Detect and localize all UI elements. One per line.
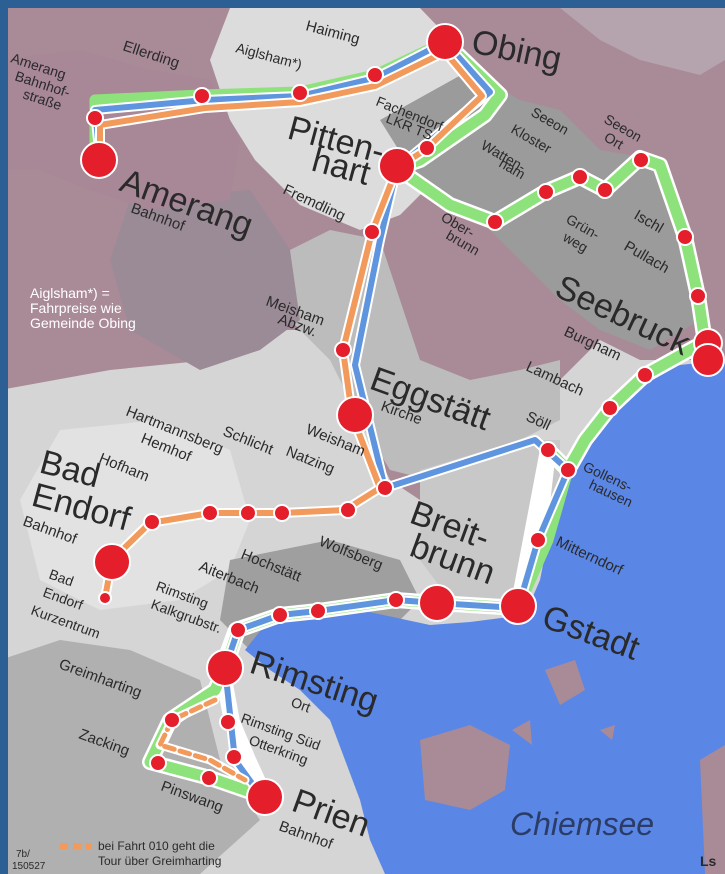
stop-schlicht[interactable] [273,504,291,522]
stop-aiglsham[interactable] [366,66,384,84]
stop-ischl[interactable] [676,228,694,246]
note-line3: Gemeinde Obing [30,315,136,331]
stop-oberbrunn[interactable] [486,213,504,231]
stop-hochstaett[interactable] [309,602,327,620]
stop-seeon-ort[interactable] [632,151,650,169]
stop-bad-endorf-bahnhof[interactable] [93,543,131,581]
stop-pittenhart[interactable] [378,147,416,185]
stop-natzing[interactable] [339,501,357,519]
label-chiemsee: Chiemsee [510,806,654,842]
stops [80,23,725,816]
stop-rimsting-ort[interactable] [219,713,237,731]
island-small [600,725,615,740]
note-line1: Aiglsham*) = [30,285,110,301]
footer-code-1: 7b/ [16,849,30,860]
corner-mark: Ls [700,853,717,869]
stop-zacking[interactable] [149,754,167,772]
stop-weisham[interactable] [376,479,394,497]
stop-gollenshausen[interactable] [559,461,577,479]
island-herreninsel [420,725,510,810]
stop-gruenweg[interactable] [596,181,614,199]
legend-line2: Tour über Greimharting [98,854,221,868]
label-rimsting-ort: Ort [289,694,313,716]
stop-fachendorf[interactable] [418,139,436,157]
stop-ellerding[interactable] [193,87,211,105]
stop-amerang-bahnhof[interactable] [80,141,118,179]
stop-eggstaett[interactable] [336,396,374,434]
island-krautinsel [512,720,532,745]
stop-ellerding-east[interactable] [291,84,309,102]
stop-amerang-bahnhofstrasse[interactable] [86,109,104,127]
stop-meisham[interactable] [334,341,352,359]
frame-left [0,0,8,874]
stop-fremdling[interactable] [363,223,381,241]
legend-line1: bei Fahrt 010 geht die [98,839,215,853]
stop-rimsting-sued[interactable] [225,748,243,766]
stop-seeon-kloster[interactable] [571,168,589,186]
stop-rimsting-kalkgrubstr[interactable] [229,621,247,639]
stop-hemhof[interactable] [239,504,257,522]
stop-wolfsberg[interactable] [387,591,405,609]
stop-bad-endorf-kurzentrum[interactable] [98,591,112,605]
lake-chiemsee [245,360,725,874]
note-line2: Fahrpreise wie [30,300,122,316]
stop-pullach[interactable] [689,287,707,305]
stop-breitbrunn[interactable] [418,584,456,622]
stop-lambach[interactable] [601,399,619,417]
stop-wattenham[interactable] [537,183,555,201]
stop-pinswang[interactable] [200,769,218,787]
island-fraueninsel [545,660,585,705]
stop-aiterbach[interactable] [271,606,289,624]
stop-hofham[interactable] [143,513,161,531]
frame-top [0,0,725,8]
peninsula-east [700,745,725,874]
stop-prien-bahnhof[interactable] [246,778,284,816]
route-orange-dashed-fill [157,697,248,783]
stop-gstadt[interactable] [499,587,537,625]
stop-hartmannsberg[interactable] [201,504,219,522]
stop-rimsting[interactable] [206,649,244,687]
stop-greimharting[interactable] [163,711,181,729]
stop-seebruck-2[interactable] [691,343,725,377]
stop-obing[interactable] [426,23,464,61]
stop-mitterndorf[interactable] [529,531,547,549]
stop-burgham[interactable] [636,366,654,384]
footer-code-2: 150527 [12,861,46,872]
stop-soell[interactable] [539,441,557,459]
